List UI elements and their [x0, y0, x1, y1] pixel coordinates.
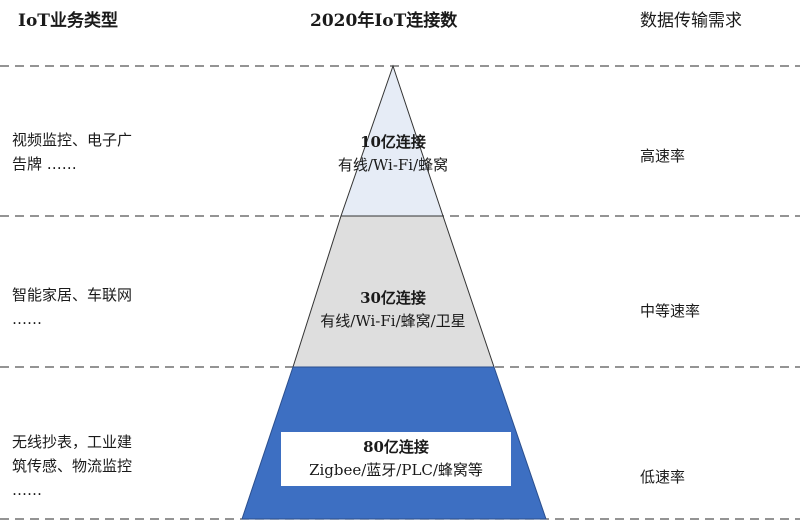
rate-label-tier-3: 低速率	[640, 468, 686, 486]
business-line: ……	[12, 310, 42, 328]
business-line: 智能家居、车联网	[12, 286, 133, 304]
rate-label-tier-2: 中等速率	[640, 302, 701, 320]
header-connections: 2020年IoT连接数	[310, 11, 458, 31]
business-label-tier-1: 视频监控、电子广 告牌 ……	[12, 128, 132, 176]
business-line: 无线抄表，工业建	[12, 433, 133, 451]
connection-technologies: 有线/Wi-Fi/蜂窝/卫星	[320, 312, 466, 330]
connection-label-tier-2: 30亿连接 有线/Wi-Fi/蜂窝/卫星	[283, 287, 503, 333]
business-line: 筑传感、物流监控	[12, 457, 133, 475]
business-line: 告牌 ……	[12, 155, 77, 173]
connection-label-tier-3: 80亿连接 Zigbee/蓝牙/PLC/蜂窝等	[281, 432, 511, 486]
business-line: ……	[12, 481, 42, 499]
business-label-tier-3: 无线抄表，工业建 筑传感、物流监控 ……	[12, 430, 132, 502]
header-transmission: 数据传输需求	[640, 11, 742, 31]
connection-count: 30亿连接	[360, 289, 426, 307]
business-line: 视频监控、电子广	[12, 131, 133, 149]
header-business-type: IoT业务类型	[18, 11, 118, 31]
rate-label-tier-1: 高速率	[640, 147, 686, 165]
connection-count: 80亿连接	[363, 438, 429, 456]
connection-technologies: Zigbee/蓝牙/PLC/蜂窝等	[309, 461, 483, 479]
connection-count: 10亿连接	[360, 133, 426, 151]
connection-technologies: 有线/Wi-Fi/蜂窝	[337, 156, 449, 174]
business-label-tier-2: 智能家居、车联网 ……	[12, 283, 132, 331]
connection-label-tier-1: 10亿连接 有线/Wi-Fi/蜂窝	[313, 131, 473, 177]
